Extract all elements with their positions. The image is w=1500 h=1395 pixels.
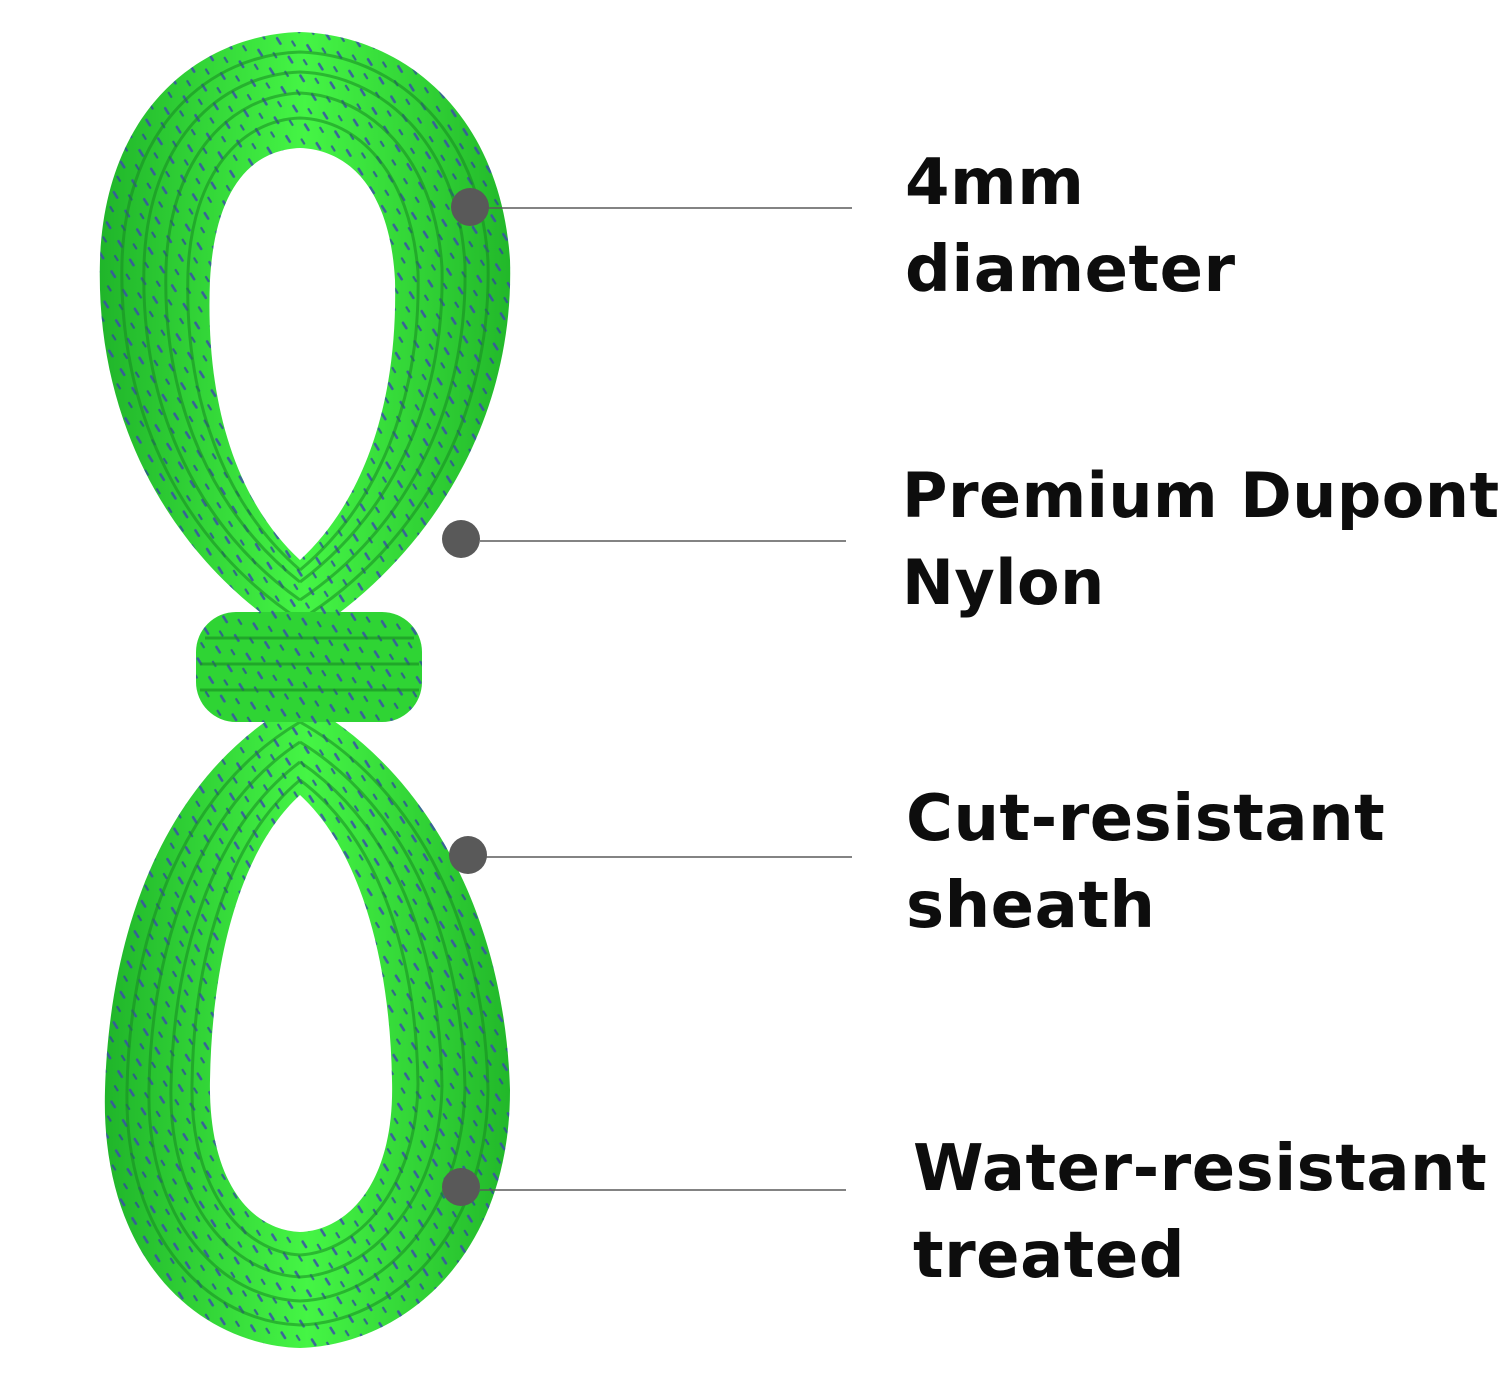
feature-label-material: Premium Dupont Nylon: [902, 452, 1500, 626]
callout-dot: [449, 836, 487, 874]
callout-3: [449, 836, 852, 874]
callout-1: [451, 188, 852, 226]
rope-upper-loop: [99, 32, 511, 640]
callout-4: [442, 1168, 846, 1206]
feature-label-line: 4mm: [905, 146, 1085, 220]
callout-dot: [442, 1168, 480, 1206]
rope-wrap-binding: [196, 612, 422, 722]
feature-label-line: Cut-resistant: [906, 782, 1386, 856]
feature-label-line: Water-resistant: [913, 1132, 1488, 1206]
callout-dot: [451, 188, 489, 226]
feature-label-line: treated: [913, 1219, 1186, 1293]
feature-label-line: Nylon: [902, 546, 1105, 619]
feature-label-line: diameter: [905, 233, 1236, 307]
callout-2: [442, 520, 846, 558]
callout-dot: [442, 520, 480, 558]
feature-label-line: sheath: [906, 869, 1156, 943]
feature-label-line: Premium Dupont: [902, 459, 1500, 532]
feature-label-diameter: 4mm diameter: [905, 140, 1236, 314]
rope-lower-loop: [104, 700, 511, 1348]
feature-label-water: Water-resistant treated: [913, 1126, 1487, 1300]
feature-label-sheath: Cut-resistant sheath: [906, 776, 1385, 950]
